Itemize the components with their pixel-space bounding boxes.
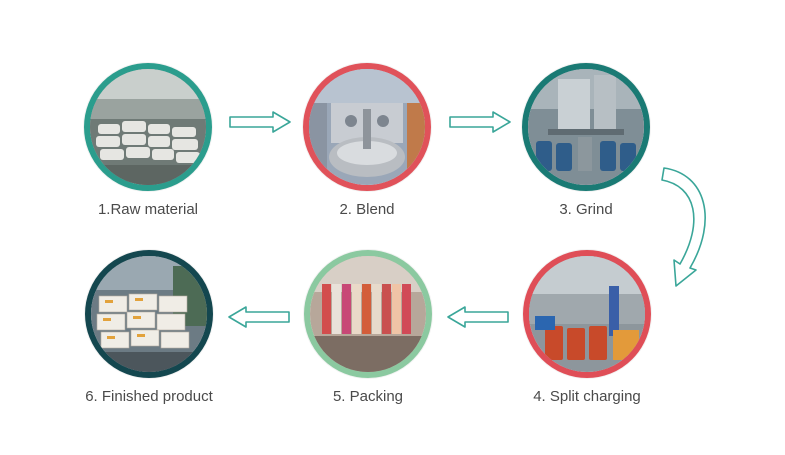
step-grind: 3. Grind <box>516 63 656 218</box>
blend-photo <box>303 63 431 191</box>
grind-photo <box>522 63 650 191</box>
step-split-charging: 4. Split charging <box>517 250 657 405</box>
step-finished-product: 6. Finished product <box>79 250 219 405</box>
step-caption: 1.Raw material <box>97 201 199 218</box>
step-raw-material: 1.Raw material <box>78 63 218 218</box>
step-caption: 2. Blend <box>339 201 395 218</box>
arrow-right-icon <box>449 111 511 133</box>
packing-photo <box>304 250 432 378</box>
step-caption: 6. Finished product <box>85 388 213 405</box>
split-charging-photo <box>523 250 651 378</box>
finished-product-photo <box>85 250 213 378</box>
step-blend: 2. Blend <box>297 63 437 218</box>
step-packing: 5. Packing <box>298 250 438 405</box>
raw-material-photo <box>84 63 212 191</box>
step-caption: 3. Grind <box>559 201 613 218</box>
arrow-left-icon <box>228 306 290 328</box>
step-caption: 4. Split charging <box>533 388 641 405</box>
step-caption: 5. Packing <box>332 388 404 405</box>
arrow-right-icon <box>229 111 291 133</box>
curved-arrow-down-icon <box>661 167 706 287</box>
arrow-left-icon <box>447 306 509 328</box>
